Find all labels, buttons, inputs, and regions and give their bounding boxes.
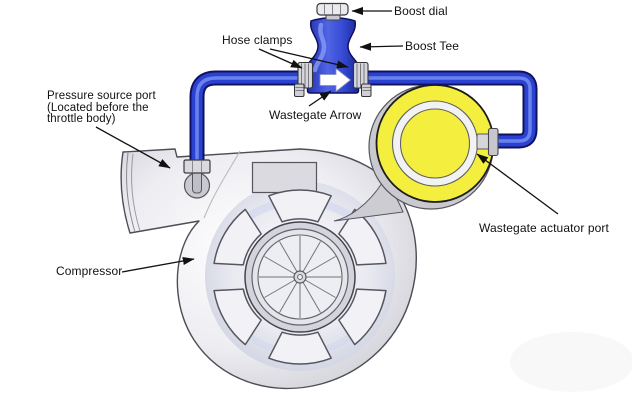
boost-hose xyxy=(189,70,538,164)
wastegate-actuator-port-label: Wastegate actuator port xyxy=(479,221,609,235)
compressor-arrow xyxy=(121,256,195,273)
boost-dial-label: Boost dial xyxy=(394,4,448,18)
compressor-wheel xyxy=(244,221,356,333)
wheel-blades xyxy=(259,236,341,318)
wastegate-actuator-port-arrow xyxy=(476,153,559,215)
hose-clamps-arrow-right xyxy=(269,48,349,69)
annotation-arrows xyxy=(95,6,559,273)
boost-tee-label: Boost Tee xyxy=(405,39,460,53)
pressure-source-port-arrow xyxy=(95,126,171,169)
actuator-ring-band xyxy=(392,101,478,186)
housing-petals xyxy=(213,189,387,365)
inlet-volute-seam xyxy=(203,150,241,219)
wastegate-arrow-pointer xyxy=(308,90,332,107)
hose-clamp-left xyxy=(294,61,314,97)
pressure-source-port-label: Pressure source port (Located before the… xyxy=(47,90,183,126)
boost-tee-valve xyxy=(306,2,360,94)
wastegate-flow-arrow-icon xyxy=(319,67,352,93)
actuator-ring-inner-line xyxy=(399,108,471,179)
hose-clamp-right xyxy=(352,61,372,97)
compressor-housing xyxy=(120,148,417,390)
hose-clamps-label: Hose clamps xyxy=(222,33,293,47)
wastegate-arrow-label: Wastegate Arrow xyxy=(269,108,362,122)
compressor-label: Compressor xyxy=(56,264,123,278)
boost-tee-arrow xyxy=(359,42,404,51)
housing-nameplate xyxy=(251,161,318,194)
pressure-source-port-label-line1: Pressure source port xyxy=(47,90,156,102)
pressure-source-port-label-line3: throttle body) xyxy=(47,113,116,126)
hose-clamps-arrow-left xyxy=(258,48,303,69)
boost-tee-highlight xyxy=(312,22,327,73)
inlet-flange-line xyxy=(126,152,136,233)
inlet-flange-line-2 xyxy=(131,153,141,232)
pressure-source-port-label-line2: (Located before the xyxy=(47,101,149,114)
boost-dial-knurls xyxy=(324,4,341,14)
hose-highlight-stroke xyxy=(195,76,532,164)
pressure-source-port-fitting xyxy=(183,159,211,174)
wastegate-actuator-port-fitting xyxy=(476,127,499,157)
background-smudge xyxy=(510,332,632,392)
